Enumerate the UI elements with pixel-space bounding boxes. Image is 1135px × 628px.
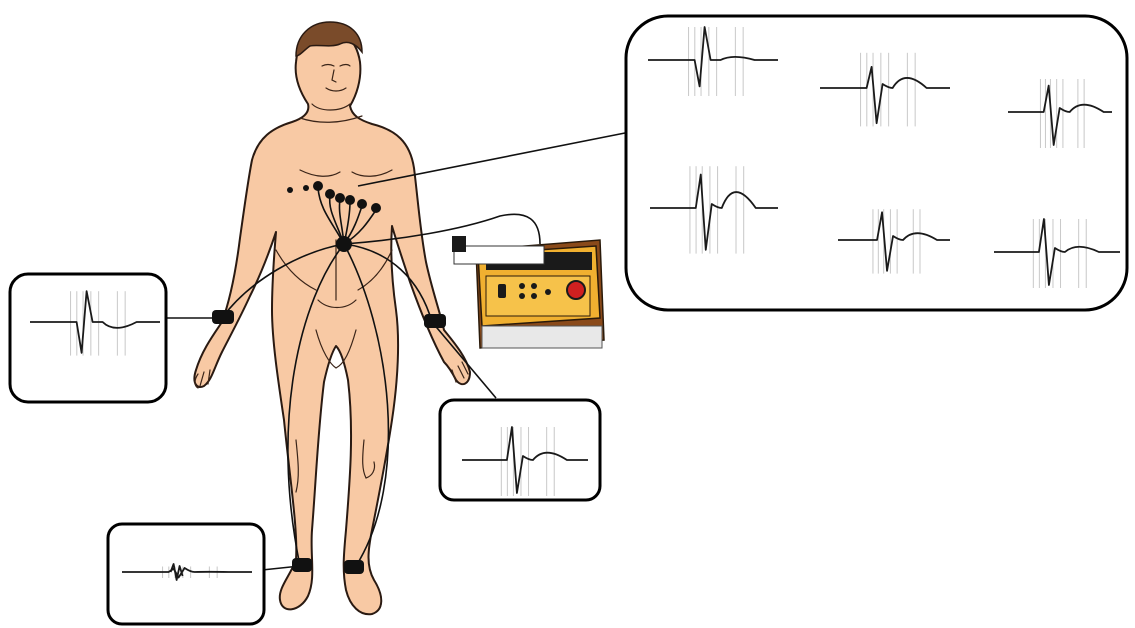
electrode-v2 — [325, 189, 335, 199]
electrode-v4 — [345, 195, 355, 205]
button-icon — [531, 293, 537, 299]
button-icon — [531, 283, 537, 289]
left-arm-panel — [440, 400, 600, 500]
electrode-left-ankle — [344, 560, 364, 574]
right-leg-panel — [108, 524, 264, 624]
electrode-extra-right — [303, 185, 309, 191]
right-arm-panel — [10, 274, 166, 402]
button-icon — [498, 284, 506, 298]
electrode-junction — [336, 236, 352, 252]
button-icon — [519, 293, 525, 299]
electrode-right-wrist — [212, 310, 234, 324]
paper-strip — [454, 246, 544, 264]
button-icon — [545, 289, 551, 295]
electrode-v3 — [335, 193, 345, 203]
button-icon — [519, 283, 525, 289]
electrode-v5 — [357, 199, 367, 209]
electrode-v6 — [371, 203, 381, 213]
dial-icon — [567, 281, 585, 299]
hand-detail — [195, 362, 468, 388]
machine-stand — [482, 326, 602, 348]
electrode-v1 — [313, 181, 323, 191]
electrode-extra-left — [287, 187, 293, 193]
printer-icon — [452, 236, 466, 252]
electrode-right-ankle — [292, 558, 312, 572]
ecg-machine — [452, 236, 604, 348]
electrode-left-wrist — [424, 314, 446, 328]
